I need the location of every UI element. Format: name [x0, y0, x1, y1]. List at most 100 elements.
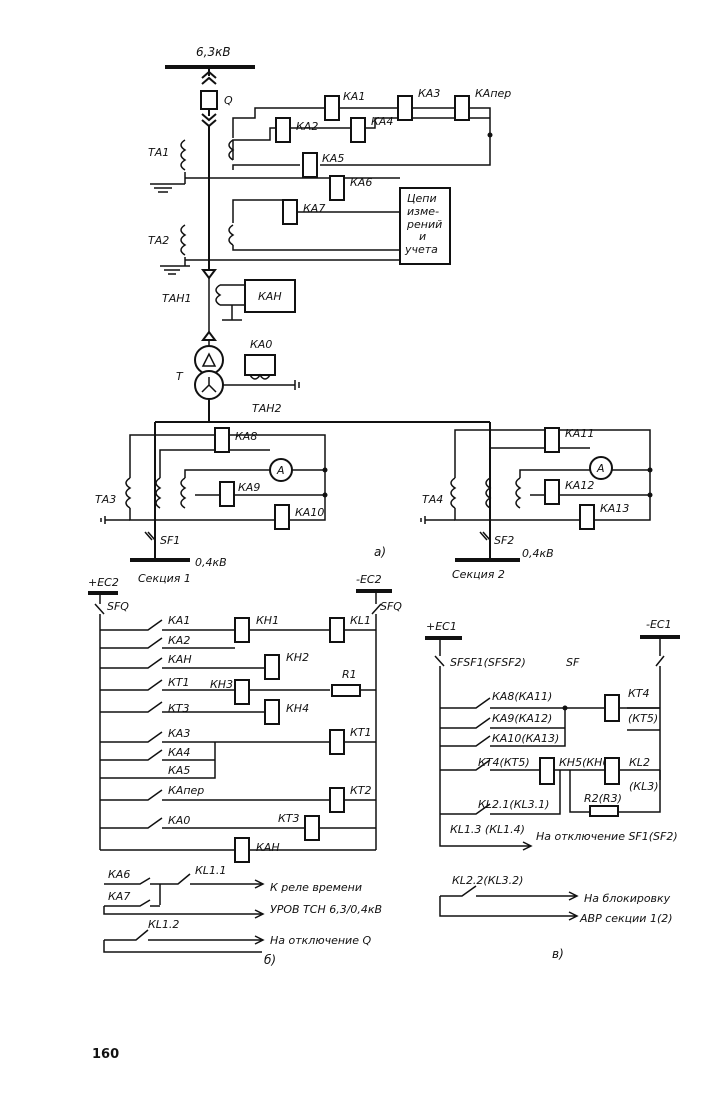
- measure-line-1: Цепи: [407, 192, 437, 205]
- relay-ka10: [274, 504, 290, 530]
- sec1-wire-b: [159, 449, 325, 478]
- ka11-label: КА11: [565, 427, 594, 440]
- ta3-label: ТА3: [95, 493, 116, 506]
- ta4-winding-c: [515, 477, 522, 509]
- b-arrow-1: [196, 879, 265, 889]
- b-contact-kl12: КL1.2: [148, 918, 179, 931]
- b-coil-kl1: [329, 617, 345, 643]
- relay-ka2: [275, 117, 291, 143]
- ground-ta1-icon: [150, 172, 186, 193]
- diagram-b-caption: б): [264, 953, 276, 967]
- c-coil-kt5-label: (КТ5): [628, 712, 658, 725]
- c-row-kl21: [440, 770, 561, 815]
- c-contact-kt4: КТ4(КТ5): [478, 756, 530, 769]
- ammeter-2: [589, 456, 613, 480]
- c-resistor-r2: [589, 805, 619, 817]
- relay-ka3: [397, 95, 413, 121]
- ta1-wire-top: [232, 107, 491, 138]
- relay-kan: [244, 279, 296, 313]
- ka4-label: КА4: [371, 115, 393, 128]
- measure-line-5: учета: [404, 243, 438, 256]
- b-coil-kh3: [234, 679, 250, 705]
- b-output-3: На отключение Q: [270, 934, 371, 947]
- c-resistor-r2-label: R2(R3): [584, 792, 622, 805]
- ka10-label: КА10: [295, 506, 324, 519]
- ka13-label: КА13: [600, 502, 629, 515]
- b-contact-ka7: КА7: [108, 890, 130, 903]
- relay-ka11: [544, 427, 560, 453]
- c-sf-left-label: SFSF1(SFSF2): [450, 656, 526, 669]
- b-contact-kan: КАН: [168, 653, 192, 666]
- diagram-a: 6,3кВ Q ТА1 ТА2 КА1 КА3 КАпер КА2: [95, 45, 653, 585]
- b-sf-left-label: SFQ: [107, 600, 129, 613]
- ammeter-1: [269, 458, 293, 482]
- relay-ka1: [324, 95, 340, 121]
- sec2-voltage: 0,4кВ: [522, 547, 554, 560]
- sec1-wire-c: [184, 469, 270, 478]
- b-contact-ka6: КА6: [108, 868, 130, 881]
- relay-ka8: [214, 427, 230, 453]
- sf2-switch-icon: [479, 531, 491, 541]
- c-coil-kh5: [539, 757, 555, 785]
- relay-kaper: [454, 95, 470, 121]
- b-row-kan: [100, 657, 265, 669]
- ammeter-1-label: A: [276, 464, 285, 477]
- b-plus-label: +ЕС2: [88, 576, 119, 589]
- c-coil-kl2-label: КL2: [629, 756, 650, 769]
- ammeter-2-label: A: [596, 462, 605, 475]
- b-sf-right-label: SFQ: [380, 600, 402, 613]
- c-arrow-block: [440, 885, 579, 901]
- measure-line-4: и: [419, 230, 426, 243]
- c-left-rail: [434, 638, 445, 830]
- c-right-rail: [655, 637, 665, 780]
- junction: [322, 492, 328, 498]
- b-resistor-r1-label: R1: [342, 668, 357, 681]
- sf1-switch-icon: [144, 531, 156, 541]
- relay-ka0: [244, 354, 276, 376]
- b-coil-kt3: [304, 815, 320, 841]
- relay-ka5: [302, 152, 318, 178]
- c-kt4-underline: [627, 707, 660, 731]
- ta3-ground-icon: [100, 516, 130, 524]
- measure-line-3: рений: [406, 218, 442, 231]
- c-sf-right-label: SF: [566, 656, 580, 669]
- tan2-ground-icon: [223, 380, 300, 390]
- b-contact-kt3: КТ3: [168, 702, 190, 715]
- ground-ta2-icon: [160, 257, 190, 275]
- ka8-label: КА8: [235, 430, 257, 443]
- breaker-q-label: Q: [224, 94, 233, 107]
- b-coil-kan-label: КАН: [256, 841, 280, 854]
- c-output-sf: На отключение SF1(SF2): [536, 830, 678, 843]
- b-coil-kh4-label: КН4: [286, 702, 309, 715]
- tan1-lower-arrow: [201, 330, 217, 341]
- b-coil-kt1: [329, 729, 345, 755]
- b-coil-kh4: [264, 699, 280, 725]
- b-coil-kt2-label: КТ2: [350, 784, 372, 797]
- b-contact-kaper: КАпер: [168, 784, 204, 797]
- c-output-1: На блокировку: [584, 892, 671, 905]
- ta2-wire-a: [232, 199, 400, 223]
- c-row-ka9: [440, 717, 565, 729]
- ka6-label: КА6: [350, 176, 372, 189]
- ka12-label: КА12: [565, 479, 594, 492]
- b-right-rail: [371, 591, 382, 850]
- breaker-q: [200, 90, 218, 110]
- ka0-label: КА0: [250, 338, 272, 351]
- sec1-name: Секция 1: [138, 572, 191, 585]
- diagram-c: +ЕС1 -ЕС1 SFSF1(SFSF2) SF КА8(КА11) КА9(…: [425, 618, 680, 961]
- sec2-wire-a: [454, 429, 651, 478]
- c-coil-kl3-label: (КL3): [629, 780, 659, 793]
- junction: [322, 467, 328, 473]
- b-resistor-r1: [331, 684, 361, 697]
- kaper-label: КАпер: [475, 87, 511, 100]
- tan1-winding: [215, 284, 222, 306]
- b-row-kt1: [100, 679, 376, 691]
- b-left-rail: [94, 593, 105, 850]
- b-coil-kh3-label: КН3: [210, 678, 233, 691]
- c-coil-kl2: [604, 757, 620, 785]
- tan1-label: ТАН1: [162, 292, 192, 305]
- ta2-label: ТА2: [148, 234, 169, 247]
- ta4-winding-b: [485, 477, 492, 509]
- ta2-winding-right: [228, 224, 235, 246]
- sec2-wire-c: [519, 469, 590, 478]
